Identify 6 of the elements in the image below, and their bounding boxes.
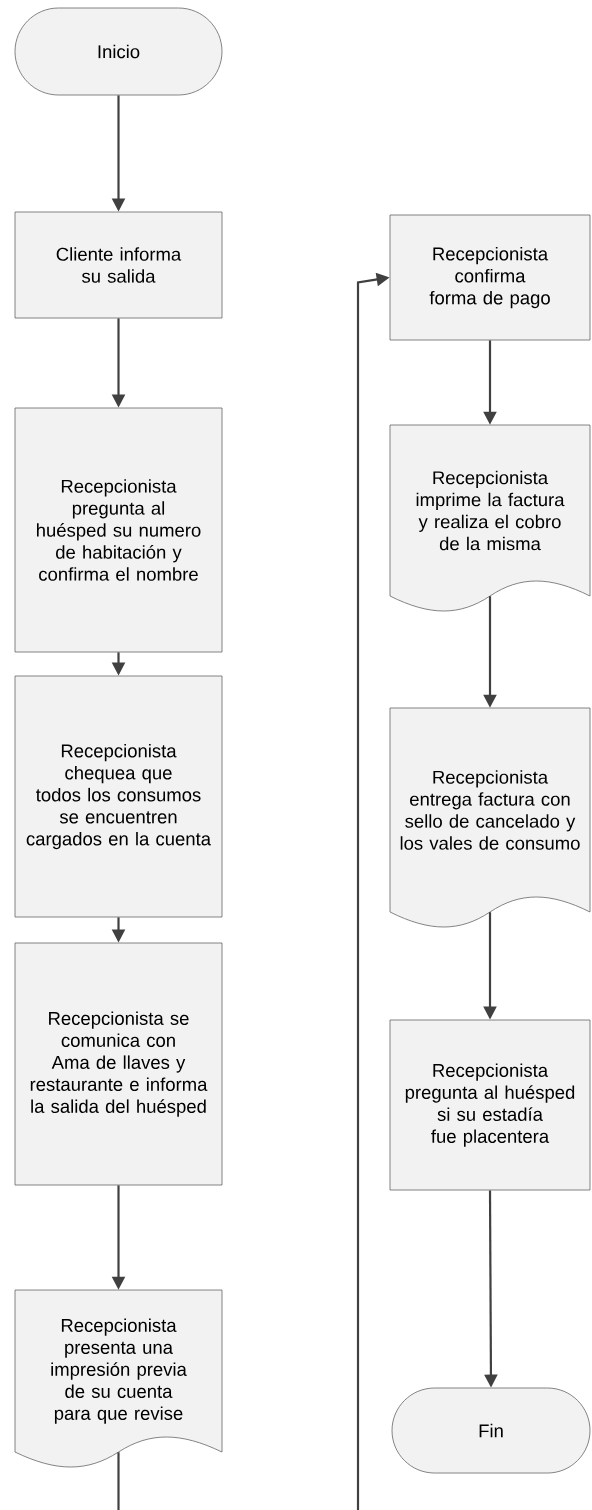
process-box: Recepcionista se comunica con Ama de llaves y restaurante e informa la salida del huésped bbox=[14, 942, 223, 1186]
process-box: Cliente informa su salida bbox=[14, 211, 223, 319]
process-box: Recepcionista pregunta al huésped su numero de habitación y confirma el nombre bbox=[14, 407, 223, 653]
process-box: Recepcionista chequea que todos los consumos se encuentren cargados en la cuenta bbox=[14, 675, 223, 918]
process-box: Recepcionista confirma forma de pago bbox=[389, 214, 591, 341]
process-box: Recepcionista pregunta al huésped si su estadía fue placentera bbox=[389, 1019, 591, 1191]
